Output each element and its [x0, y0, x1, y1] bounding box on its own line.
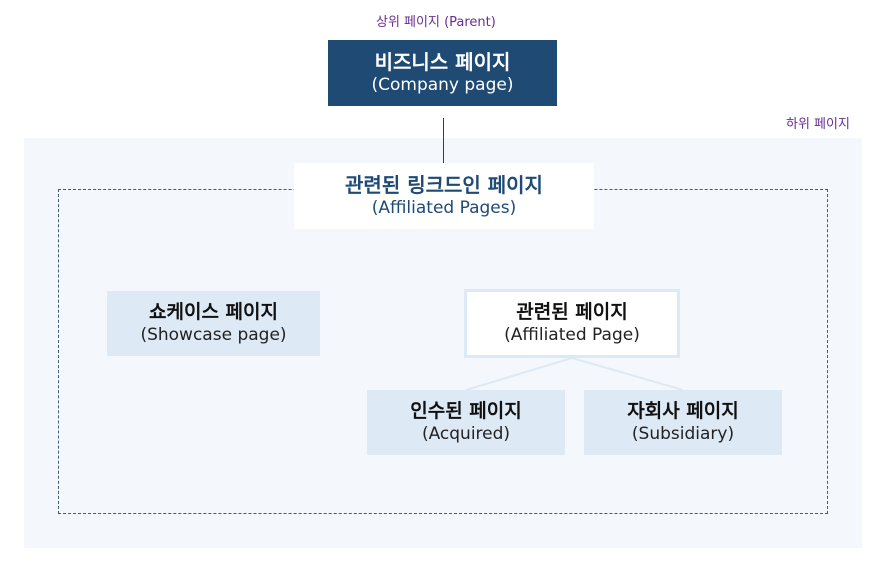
- affiliated-page-subtitle: (Affiliated Page): [504, 324, 640, 345]
- related-linkedin-pages-subtitle: (Affiliated Pages): [371, 197, 517, 218]
- acquired-page-node: 인수된 페이지 (Acquired): [367, 390, 565, 455]
- related-linkedin-pages-title: 관련된 링크드인 페이지: [345, 172, 543, 197]
- subsidiary-page-title: 자회사 페이지: [627, 400, 739, 422]
- affiliated-page-node: 관련된 페이지 (Affiliated Page): [464, 289, 680, 358]
- showcase-page-title: 쇼케이스 페이지: [149, 301, 278, 323]
- subsidiary-page-node: 자회사 페이지 (Subsidiary): [584, 390, 782, 455]
- acquired-page-title: 인수된 페이지: [410, 400, 522, 422]
- business-page-node: 비즈니스 페이지 (Company page): [328, 40, 557, 106]
- connector-parent-to-related: [443, 118, 444, 164]
- showcase-page-subtitle: (Showcase page): [140, 324, 287, 345]
- affiliated-page-title: 관련된 페이지: [516, 301, 628, 323]
- parent-level-label: 상위 페이지 (Parent): [376, 15, 496, 30]
- connector-affiliated-to-acquired: [465, 357, 573, 391]
- connector-affiliated-to-subsidiary: [571, 357, 684, 391]
- subsidiary-page-subtitle: (Subsidiary): [631, 423, 735, 444]
- business-page-title: 비즈니스 페이지: [374, 49, 511, 74]
- business-page-subtitle: (Company page): [371, 74, 514, 95]
- related-linkedin-pages-node: 관련된 링크드인 페이지 (Affiliated Pages): [294, 163, 594, 229]
- acquired-page-subtitle: (Acquired): [421, 423, 511, 444]
- child-level-label: 하위 페이지: [786, 117, 850, 132]
- showcase-page-node: 쇼케이스 페이지 (Showcase page): [107, 291, 320, 356]
